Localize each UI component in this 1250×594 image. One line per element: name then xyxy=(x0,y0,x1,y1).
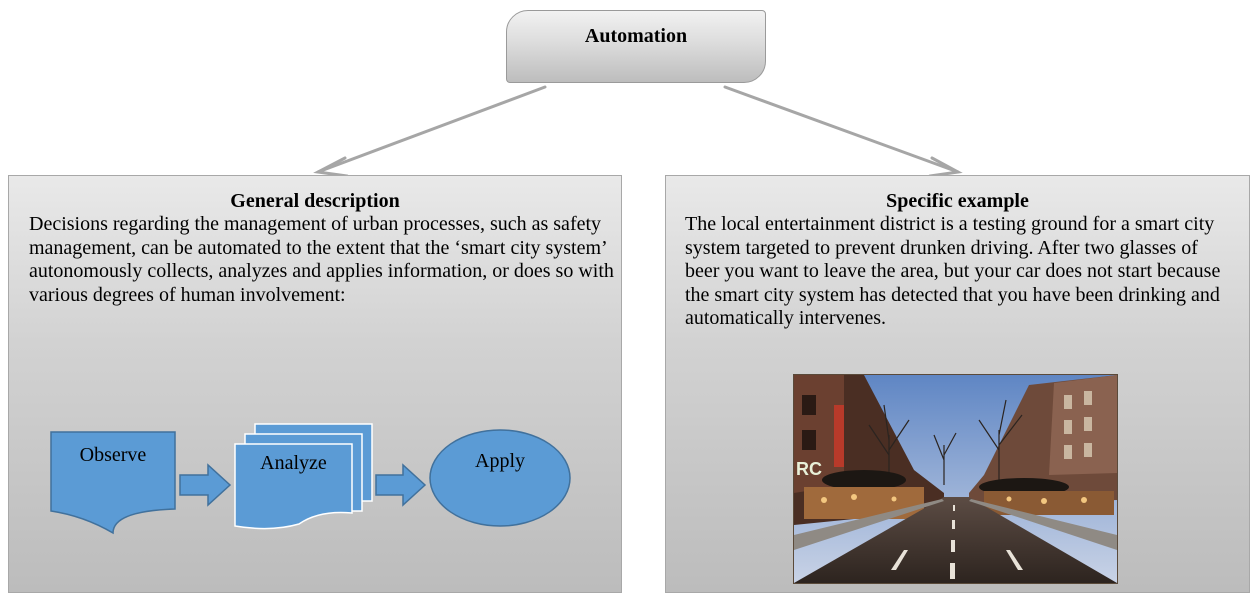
apply-shape xyxy=(429,429,571,527)
general-description-text: Decisions regarding the management of ur… xyxy=(29,213,614,306)
general-description-title: General description xyxy=(230,190,400,212)
general-description-panel: General description Decisions regarding … xyxy=(8,175,622,593)
automation-node: Automation xyxy=(506,10,766,83)
connector-right xyxy=(723,85,960,174)
connector-right-arrowhead xyxy=(928,156,963,178)
analyze-front-page xyxy=(234,443,353,530)
specific-example-text: The local entertainment district is a te… xyxy=(685,213,1221,330)
connector-left xyxy=(316,85,547,174)
svg-text:RC: RC xyxy=(796,459,822,479)
apply-label: Apply xyxy=(475,450,525,472)
flow-arrow-1 xyxy=(179,463,232,507)
automation-title: Automation xyxy=(584,25,688,47)
specific-example-panel: Specific example The local entertainment… xyxy=(665,175,1250,593)
specific-example-title: Specific example xyxy=(886,190,1029,212)
observe-label: Observe xyxy=(79,444,147,466)
entertainment-district-photo: RC xyxy=(793,374,1118,584)
observe-shape xyxy=(50,431,176,535)
process-flow-diagram xyxy=(50,423,571,535)
connector-left-arrowhead xyxy=(313,156,349,178)
analyze-label: Analyze xyxy=(260,452,327,474)
flow-arrow-2 xyxy=(375,463,427,507)
